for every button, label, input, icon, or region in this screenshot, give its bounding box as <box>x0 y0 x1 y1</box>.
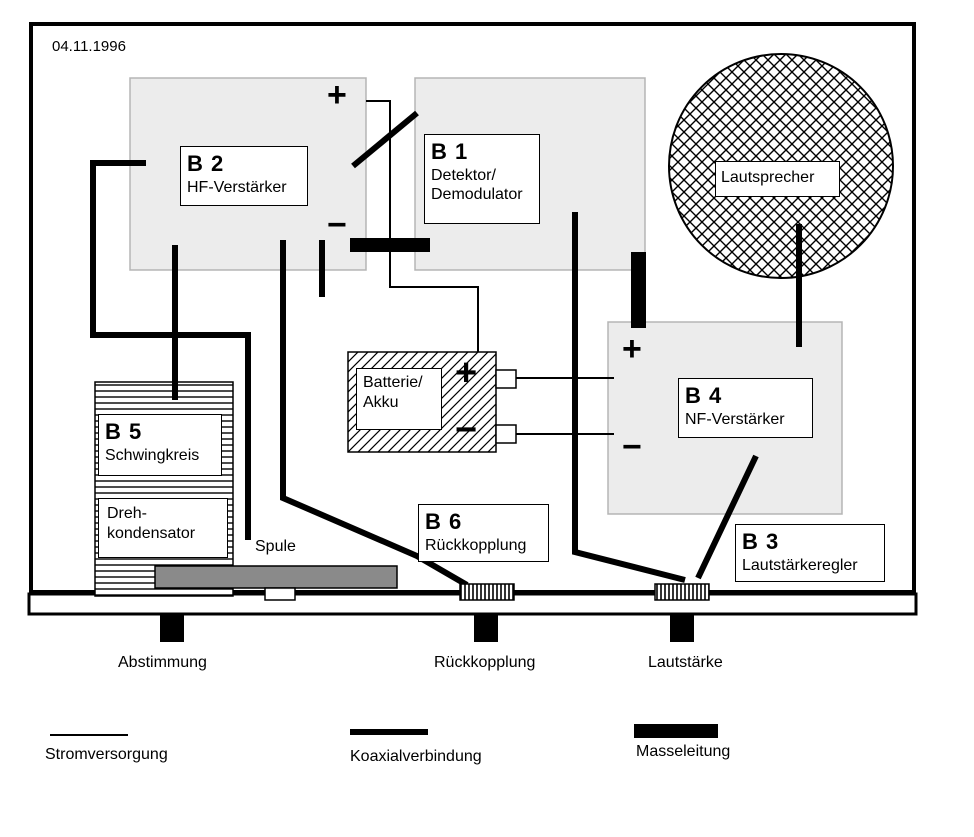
block-b4-name: NF-Verstärker <box>685 410 785 428</box>
capacitor-label: Dreh- kondensator <box>98 498 228 558</box>
coax-line-6 <box>572 212 686 583</box>
block-b1-label: B 1 Detektor/ Demodulator <box>424 134 540 224</box>
tuning-knob-shaft[interactable] <box>160 614 184 642</box>
battery-name-line2: Akku <box>363 393 399 411</box>
ground-bar-1 <box>350 238 430 252</box>
block-b2-name: HF-Verstärker <box>187 178 287 196</box>
legend-ground-label: Masseleitung <box>636 743 731 760</box>
capacitor-name-line2: kondensator <box>107 524 196 542</box>
volume-knob-head[interactable] <box>654 583 710 601</box>
legend-coax-label: Koaxialverbindung <box>350 748 482 765</box>
block-b3-name: Lautstärkeregler <box>742 556 858 574</box>
b2-minus-symbol: − <box>327 206 347 244</box>
feedback-knob-shaft[interactable] <box>474 614 498 642</box>
feedback-knob-label: Rückkopplung <box>434 654 536 671</box>
tuning-slider-bar <box>154 565 398 589</box>
power-line-1 <box>366 100 479 352</box>
legend-power-label: Stromversorgung <box>45 746 168 763</box>
coil-label: Spule <box>255 538 296 555</box>
speaker-label: Lautsprecher <box>715 161 840 197</box>
block-b6-name: Rückkopplung <box>425 536 527 554</box>
capacitor-name-line1: Dreh- <box>107 505 148 522</box>
b4-minus-symbol: − <box>622 428 642 466</box>
battery-plus-terminal <box>495 369 517 389</box>
block-b3-code: B 3 <box>742 529 780 554</box>
legend-ground-line <box>634 724 718 738</box>
block-b4-code: B 4 <box>685 383 723 408</box>
block-b6-label: B 6 Rückkopplung <box>418 504 549 562</box>
feedback-knob-head[interactable] <box>459 583 515 601</box>
block-b2-code: B 2 <box>187 151 225 176</box>
block-b5-name: Schwingkreis <box>105 446 200 464</box>
volume-knob-shaft[interactable] <box>670 614 694 642</box>
battery-name-line1: Batterie/ <box>363 374 423 391</box>
block-b1-name-line1: Detektor/ <box>431 166 496 184</box>
tuning-knob-label: Abstimmung <box>118 654 207 671</box>
battery-minus-terminal <box>495 424 517 444</box>
block-b3-label: B 3 Lautstärkeregler <box>735 524 885 582</box>
block-b5-code: B 5 <box>105 419 143 444</box>
b4-plus-symbol: + <box>622 330 642 368</box>
coax-line-5 <box>351 110 419 169</box>
speaker-name: Lautsprecher <box>721 169 815 186</box>
b2-plus-symbol: + <box>327 76 347 114</box>
coax-line-3 <box>280 240 469 588</box>
volume-knob-label: Lautstärke <box>648 654 723 671</box>
battery-minus-symbol: − <box>455 409 478 451</box>
tuning-slider-stub <box>264 587 296 601</box>
block-b1-name-line2: Demodulator <box>431 186 523 204</box>
block-b6-code: B 6 <box>425 509 463 534</box>
block-b1-code: B 1 <box>431 139 469 164</box>
coax-line-1 <box>90 160 251 540</box>
block-b5-label: B 5 Schwingkreis <box>98 414 222 476</box>
battery-label: Batterie/ Akku <box>356 368 442 430</box>
battery-plus-symbol: + <box>455 352 478 394</box>
ground-bar-2 <box>631 252 646 328</box>
block-b2-label: B 2 HF-Verstärker <box>180 146 308 206</box>
block-b4-label: B 4 NF-Verstärker <box>678 378 813 438</box>
coax-line-8 <box>695 454 759 580</box>
date-label: 04.11.1996 <box>52 38 126 55</box>
